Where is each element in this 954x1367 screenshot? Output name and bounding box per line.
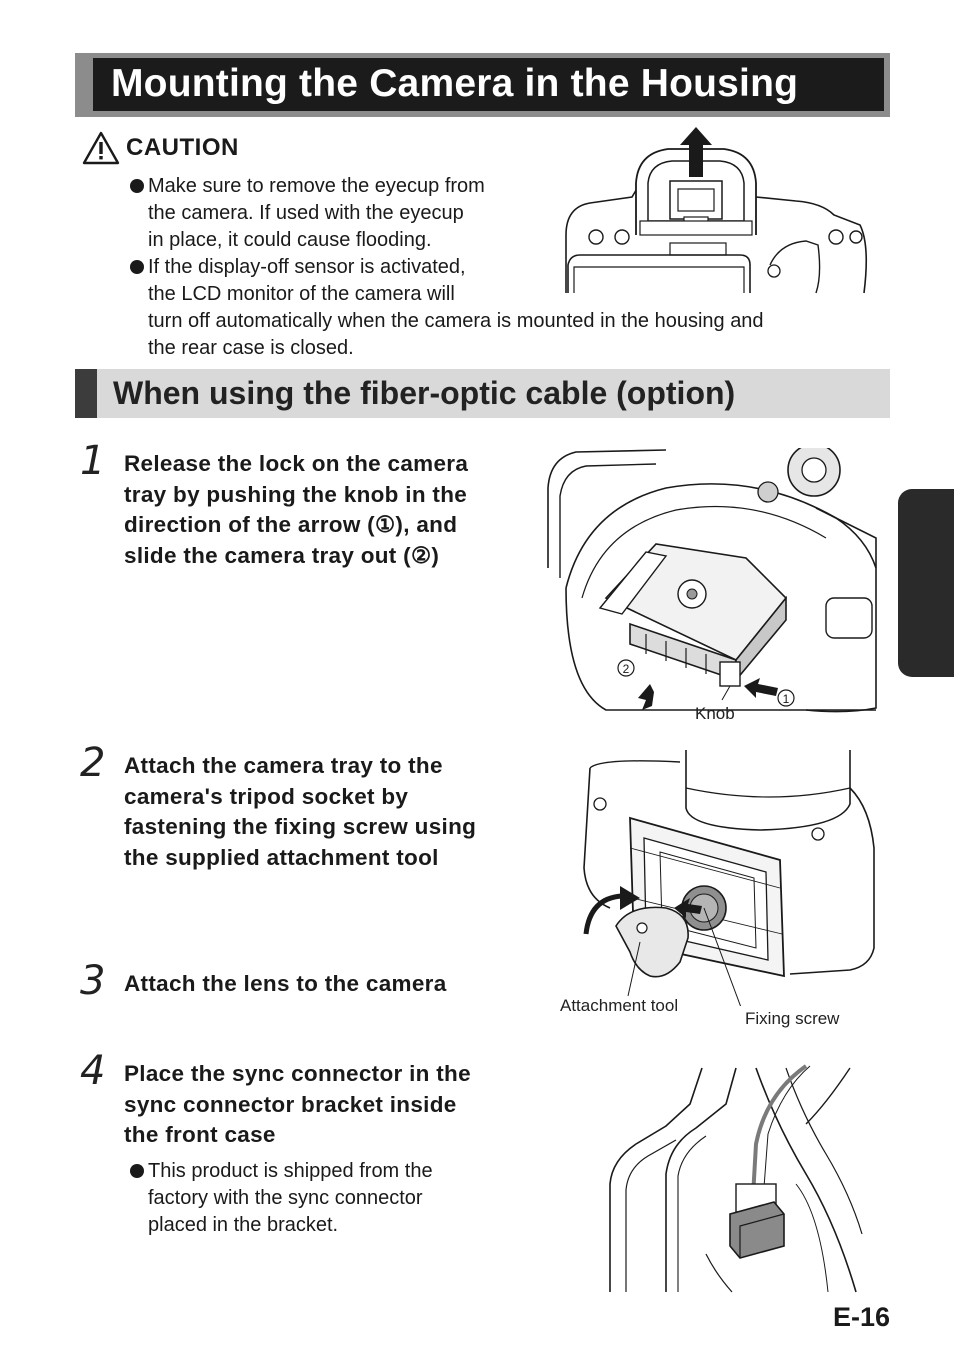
caution-header: CAUTION [82, 130, 239, 166]
step-4-number: 4 [80, 1048, 106, 1094]
caution-label: CAUTION [126, 134, 239, 161]
step-2-number: 2 [80, 740, 106, 786]
title-bar: Mounting the Camera in the Housing [75, 53, 890, 117]
page-title: Mounting the Camera in the Housing [111, 62, 799, 105]
caution-bullet-2: If the display-off sensor is activated, … [130, 254, 764, 362]
title-inner: Mounting the Camera in the Housing [93, 58, 884, 111]
step-2-text: Attach the camera tray to the camera's t… [124, 753, 477, 870]
up-arrow-icon [680, 127, 712, 177]
warning-triangle-icon [82, 131, 120, 165]
section-accent [75, 369, 97, 418]
step-4-text: Place the sync connector in the sync con… [124, 1061, 471, 1147]
marker-1: 1 [783, 692, 790, 706]
caution-bullet-1: Make sure to remove the eyecup from the … [130, 173, 485, 254]
knob-label: Knob [695, 704, 735, 723]
bullet-dot-icon [130, 179, 144, 193]
bullet-dot-icon [130, 1164, 144, 1178]
fixing-screw-label: Fixing screw [745, 1009, 840, 1028]
step-1-number: 1 [80, 438, 106, 484]
section-tab [898, 489, 954, 677]
marker-2: 2 [623, 662, 630, 676]
step-4-note: This product is shipped from the factory… [130, 1158, 433, 1239]
section-header: When using the fiber-optic cable (option… [75, 369, 890, 418]
page-number: E-16 [832, 1302, 890, 1332]
step-3-text: Attach the lens to the camera [124, 971, 447, 996]
bullet-dot-icon [130, 260, 144, 274]
tray-attach-illustration [583, 750, 875, 1006]
step-1-text: Release the lock on the camera tray by p… [124, 451, 469, 568]
section-title: When using the fiber-optic cable (option… [113, 375, 736, 411]
attachment-tool-label: Attachment tool [560, 996, 679, 1015]
camera-eyecup-illustration [565, 127, 868, 294]
step-3-number: 3 [80, 958, 106, 1004]
sync-connector-illustration [609, 1064, 863, 1293]
camera-tray-release-illustration: 2 1 [547, 448, 877, 713]
